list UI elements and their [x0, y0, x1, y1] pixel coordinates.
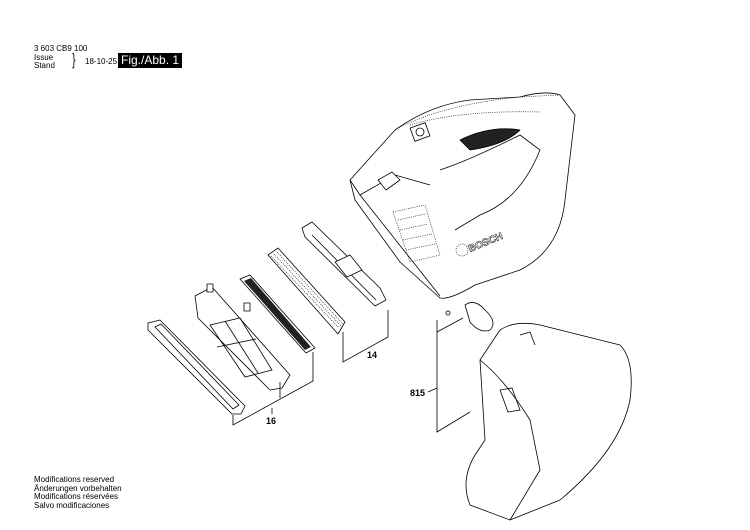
note-fr: Modifications réservées: [34, 492, 119, 502]
fine-filter: [239, 274, 316, 354]
issue-label: Issue: [34, 53, 54, 62]
note-en: Modifications reserved: [34, 475, 115, 484]
filter-frame: [301, 221, 387, 307]
nozzle-flap: [445, 302, 494, 332]
crevice-nozzle: [465, 322, 632, 521]
part-label-14: 14: [367, 350, 377, 360]
prefilter-holder: [194, 283, 291, 391]
vacuum-housing: BOSCH: [349, 92, 576, 299]
stand-label: Stand: [34, 61, 55, 70]
gasket-frame: [147, 319, 246, 415]
brace-mark: }: [72, 50, 76, 69]
part-label-815: 815: [410, 388, 425, 398]
leader-lines: [232, 310, 471, 433]
pleated-filter: [267, 247, 346, 335]
note-es: Salvo modificaciones: [34, 500, 110, 510]
figure-label: Fig./Abb. 1: [118, 53, 183, 68]
part-label-16: 16: [266, 416, 276, 426]
document-number: 3 603 CB9 100: [34, 44, 88, 53]
modifications-notice: Modifications reserved Änderungen vorbeh…: [34, 475, 122, 510]
issue-date: 18-10-25: [85, 57, 118, 66]
note-de: Änderungen vorbehalten: [34, 483, 122, 493]
